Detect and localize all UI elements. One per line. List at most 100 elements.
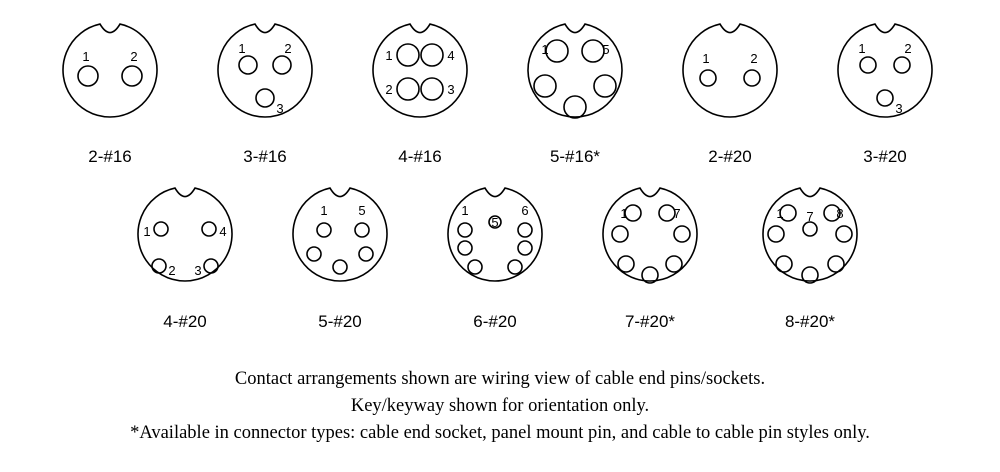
contact-pin — [457, 240, 473, 256]
contact-pin — [467, 259, 483, 275]
contact-pin — [859, 56, 877, 74]
contact-pin — [673, 225, 691, 243]
connector-label: 6-#20 — [473, 312, 516, 331]
notes: Contact arrangements shown are wiring vi… — [0, 366, 1000, 447]
connector-label: 3-#20 — [863, 147, 906, 166]
contact-pin — [358, 246, 374, 262]
contact-pin — [775, 255, 793, 273]
contact-pin — [699, 69, 717, 87]
contact-pin — [420, 43, 444, 67]
note-wiring-view: Contact arrangements shown are wiring vi… — [234, 369, 766, 389]
connector-5: 1 2 2-#20 — [682, 23, 778, 166]
contact-pin — [507, 259, 523, 275]
contact-pin — [272, 55, 292, 75]
contact-pin — [238, 55, 258, 75]
pin-number: 3 — [276, 101, 283, 116]
pin-number: 3 — [447, 82, 454, 97]
contact-pin — [332, 259, 348, 275]
pin-number: 8 — [836, 206, 843, 221]
connector-housing-keyway — [372, 23, 468, 118]
connector-label: 2-#20 — [708, 147, 751, 166]
contact-pin — [835, 225, 853, 243]
connector-label: 4-#20 — [163, 312, 206, 331]
pin-number: 5 — [491, 215, 498, 230]
contact-pin — [641, 266, 659, 284]
pin-number: 1 — [776, 206, 783, 221]
contact-pin — [545, 39, 569, 63]
contact-pin — [151, 258, 167, 274]
note-key-orientation: Key/keyway shown for orientation only. — [350, 396, 650, 416]
connector-label: 5-#20 — [318, 312, 361, 331]
pin-number: 5 — [602, 42, 609, 57]
contact-pin — [743, 69, 761, 87]
contact-pin — [624, 204, 642, 222]
contact-pin — [876, 89, 894, 107]
contact-pin — [457, 222, 473, 238]
contact-pin — [581, 39, 605, 63]
connector-11: 1 8 7 8-#20* — [762, 187, 858, 331]
pin-number: 2 — [750, 51, 757, 66]
contact-pin — [420, 77, 444, 101]
contact-pin — [658, 204, 676, 222]
contact-pin — [611, 225, 629, 243]
connector-9: 1 6 5 6-#20 — [447, 187, 543, 331]
contact-pin — [563, 95, 587, 119]
pin-number: 2 — [385, 82, 392, 97]
connector-6: 1 2 3 3-#20 — [837, 23, 933, 166]
pin-number: 7 — [806, 209, 813, 224]
connector-label: 5-#16* — [550, 147, 600, 166]
contact-pin — [121, 65, 143, 87]
pin-number: 1 — [238, 41, 245, 56]
pin-number: 7 — [673, 206, 680, 221]
contact-pin — [203, 258, 219, 274]
pin-number: 1 — [702, 51, 709, 66]
connector-housing-keyway — [217, 23, 313, 118]
pin-number: 5 — [358, 203, 365, 218]
connector-label: 7-#20* — [625, 312, 675, 331]
contact-pin — [893, 56, 911, 74]
contact-pin — [201, 221, 217, 237]
contact-pin — [255, 88, 275, 108]
contact-pin — [827, 255, 845, 273]
connector-label: 2-#16 — [88, 147, 131, 166]
contact-pin — [823, 204, 841, 222]
contact-pin — [396, 43, 420, 67]
connector-label: 8-#20* — [785, 312, 835, 331]
pin-number: 3 — [194, 263, 201, 278]
connector-housing-keyway — [527, 23, 623, 118]
contact-pin — [617, 255, 635, 273]
pin-number: 1 — [461, 203, 468, 218]
pin-number: 3 — [895, 101, 902, 116]
pin-number: 4 — [447, 48, 454, 63]
pin-number: 1 — [620, 206, 627, 221]
connector-10: 1 7 7-#20* — [602, 187, 698, 331]
contact-pin — [593, 74, 617, 98]
pin-number: 2 — [284, 41, 291, 56]
contact-pin — [665, 255, 683, 273]
pin-number: 1 — [143, 224, 150, 239]
connector-housing-keyway — [602, 187, 698, 282]
contact-pin — [488, 215, 502, 229]
contact-pin — [802, 221, 818, 237]
contact-pin — [779, 204, 797, 222]
pin-number: 2 — [168, 263, 175, 278]
connector-housing-keyway — [62, 23, 158, 118]
pin-number: 2 — [904, 41, 911, 56]
contact-pin — [354, 222, 370, 238]
pin-number: 1 — [858, 41, 865, 56]
contact-pin — [767, 225, 785, 243]
pin-number: 6 — [521, 203, 528, 218]
connector-housing-keyway — [837, 23, 933, 118]
connector-label: 3-#16 — [243, 147, 286, 166]
connector-housing-keyway — [447, 187, 543, 282]
contact-pin — [533, 74, 557, 98]
contact-pin — [77, 65, 99, 87]
contact-pin — [801, 266, 819, 284]
note-availability: *Available in connector types: cable end… — [130, 423, 870, 443]
pin-number: 1 — [82, 49, 89, 64]
